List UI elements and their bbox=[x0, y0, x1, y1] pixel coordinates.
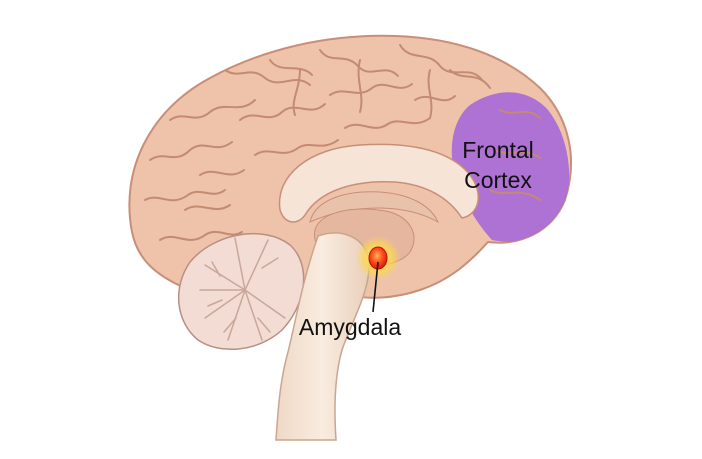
frontal-cortex-label-line2: Cortex bbox=[464, 167, 532, 193]
frontal-cortex-label-line1: Frontal bbox=[462, 137, 534, 163]
amygdala-leader-line bbox=[372, 261, 379, 313]
amygdala-highlight bbox=[356, 236, 400, 280]
frontal-cortex-region bbox=[451, 92, 570, 242]
corpus-callosum bbox=[278, 143, 480, 223]
cerebellum bbox=[177, 233, 305, 351]
amygdala-label: Amygdala bbox=[299, 314, 401, 340]
gyri-lines bbox=[144, 44, 541, 241]
cerebrum bbox=[128, 34, 572, 299]
